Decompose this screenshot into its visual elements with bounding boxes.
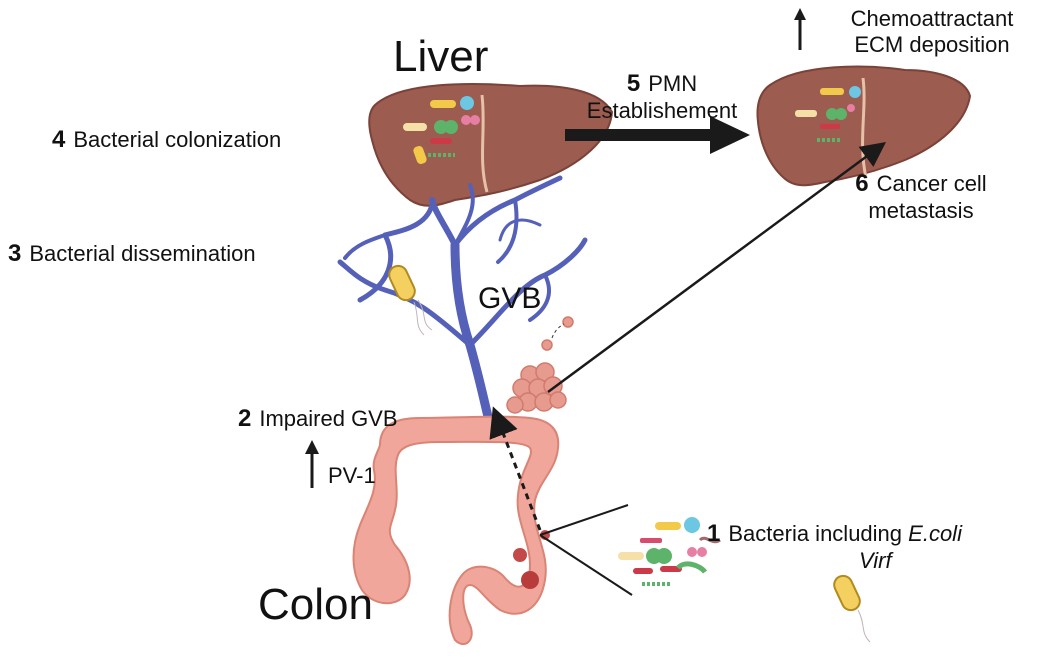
blood-vessels [337, 175, 588, 430]
pv1-label: PV-1 [328, 463, 376, 488]
metastasis-arrow [547, 142, 887, 394]
pmn-effect-2: ECM deposition [854, 32, 1010, 57]
liver-label: Liver [393, 32, 489, 81]
gvb-label: GVB [478, 282, 542, 315]
step-3-text: Bacterial dissemination [29, 241, 256, 266]
step-4-number: 4 [52, 126, 66, 153]
step-5-label: 5 PMN Establishement [562, 70, 762, 124]
step-5-number: 5 [626, 70, 641, 97]
step-3-number: 3 [8, 240, 22, 267]
step-2-number: 2 [238, 405, 252, 432]
step-4-label: 4 Bacterial colonization [52, 126, 281, 154]
increase-arrow-icon [794, 8, 806, 50]
step-5-text: PMN [648, 71, 698, 96]
step-6-number: 6 [855, 170, 869, 197]
step-1-virf: Virf [859, 548, 892, 573]
liver-illustration [368, 82, 614, 207]
step-6-label: 6 Cancer cell metastasis [826, 170, 1016, 224]
pv1-increase-arrow-icon [305, 440, 319, 488]
step-4-text: Bacterial colonization [73, 127, 282, 152]
pmn-effects: Chemoattractant ECM deposition [812, 6, 1050, 58]
step-6-text-line2: metastasis [868, 198, 974, 223]
step-1-label: 1 Bacteria including E.coli Virf [707, 520, 1047, 574]
liver-metastasis-illustration [756, 65, 972, 187]
pmn-effect-1: Chemoattractant [850, 6, 1014, 31]
step-6-text: Cancer cell [876, 171, 987, 196]
step-3-label: 3 Bacterial dissemination [8, 240, 256, 268]
bacterium-icon [388, 264, 433, 336]
step-1-number: 1 [707, 520, 721, 547]
step-2-label: 2 Impaired GVB [238, 405, 398, 433]
bacteria-icon [403, 96, 480, 165]
gut-bacteria-icon [618, 517, 871, 643]
pmn-arrow [565, 116, 750, 154]
colon-illustration [352, 415, 560, 645]
ecoli-icon [833, 574, 871, 643]
tumor-cluster [506, 316, 574, 414]
step-1-organism: E.coli [908, 521, 962, 546]
step-5-text-line2: Establishement [586, 98, 738, 123]
zoom-lines [539, 504, 633, 596]
step-2-text: Impaired GVB [259, 406, 398, 431]
step-1-text: Bacteria including [728, 521, 903, 546]
colon-label: Colon [258, 580, 373, 629]
